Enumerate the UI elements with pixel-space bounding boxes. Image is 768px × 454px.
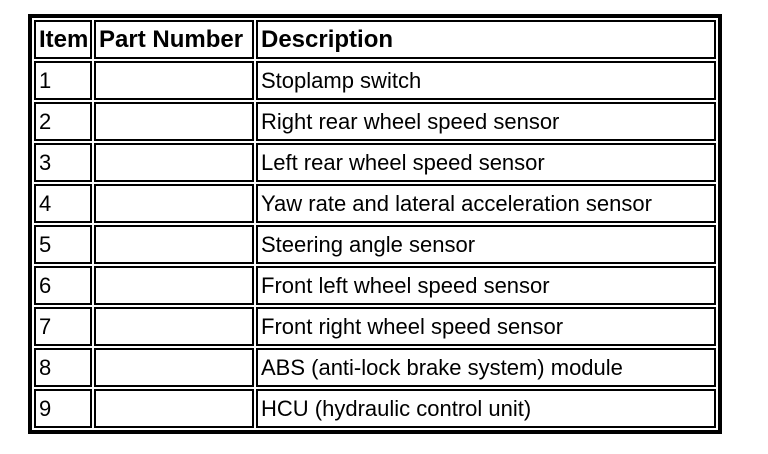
part-number-cell — [94, 307, 254, 346]
description-cell: Front right wheel speed sensor — [256, 307, 716, 346]
part-number-cell — [94, 225, 254, 264]
item-cell: 8 — [34, 348, 92, 387]
item-cell: 5 — [34, 225, 92, 264]
table-row: 9 HCU (hydraulic control unit) — [34, 389, 716, 428]
description-cell: Yaw rate and lateral acceleration sensor — [256, 184, 716, 223]
part-number-cell — [94, 61, 254, 100]
table-row: 8 ABS (anti-lock brake system) module — [34, 348, 716, 387]
description-cell: Left rear wheel speed sensor — [256, 143, 716, 182]
item-cell: 2 — [34, 102, 92, 141]
item-cell: 7 — [34, 307, 92, 346]
item-cell: 4 — [34, 184, 92, 223]
part-number-cell — [94, 143, 254, 182]
table-row: 5 Steering angle sensor — [34, 225, 716, 264]
header-item: Item — [34, 20, 92, 59]
table-row: 3 Left rear wheel speed sensor — [34, 143, 716, 182]
item-cell: 9 — [34, 389, 92, 428]
description-cell: Steering angle sensor — [256, 225, 716, 264]
header-description: Description — [256, 20, 716, 59]
table-row: 7 Front right wheel speed sensor — [34, 307, 716, 346]
table-row: 1 Stoplamp switch — [34, 61, 716, 100]
header-part-number: Part Number — [94, 20, 254, 59]
item-cell: 1 — [34, 61, 92, 100]
part-number-cell — [94, 389, 254, 428]
item-cell: 6 — [34, 266, 92, 305]
description-cell: Front left wheel speed sensor — [256, 266, 716, 305]
header-row: Item Part Number Description — [34, 20, 716, 59]
description-cell: Stoplamp switch — [256, 61, 716, 100]
table-row: 4 Yaw rate and lateral acceleration sens… — [34, 184, 716, 223]
part-number-cell — [94, 184, 254, 223]
description-cell: Right rear wheel speed sensor — [256, 102, 716, 141]
part-number-cell — [94, 266, 254, 305]
part-number-cell — [94, 102, 254, 141]
table-row: 2 Right rear wheel speed sensor — [34, 102, 716, 141]
description-cell: HCU (hydraulic control unit) — [256, 389, 716, 428]
part-number-cell — [94, 348, 254, 387]
table-body: 1 Stoplamp switch 2 Right rear wheel spe… — [34, 61, 716, 428]
item-cell: 3 — [34, 143, 92, 182]
description-cell: ABS (anti-lock brake system) module — [256, 348, 716, 387]
table-row: 6 Front left wheel speed sensor — [34, 266, 716, 305]
table-header: Item Part Number Description — [34, 20, 716, 59]
parts-table: Item Part Number Description 1 Stoplamp … — [28, 14, 722, 434]
